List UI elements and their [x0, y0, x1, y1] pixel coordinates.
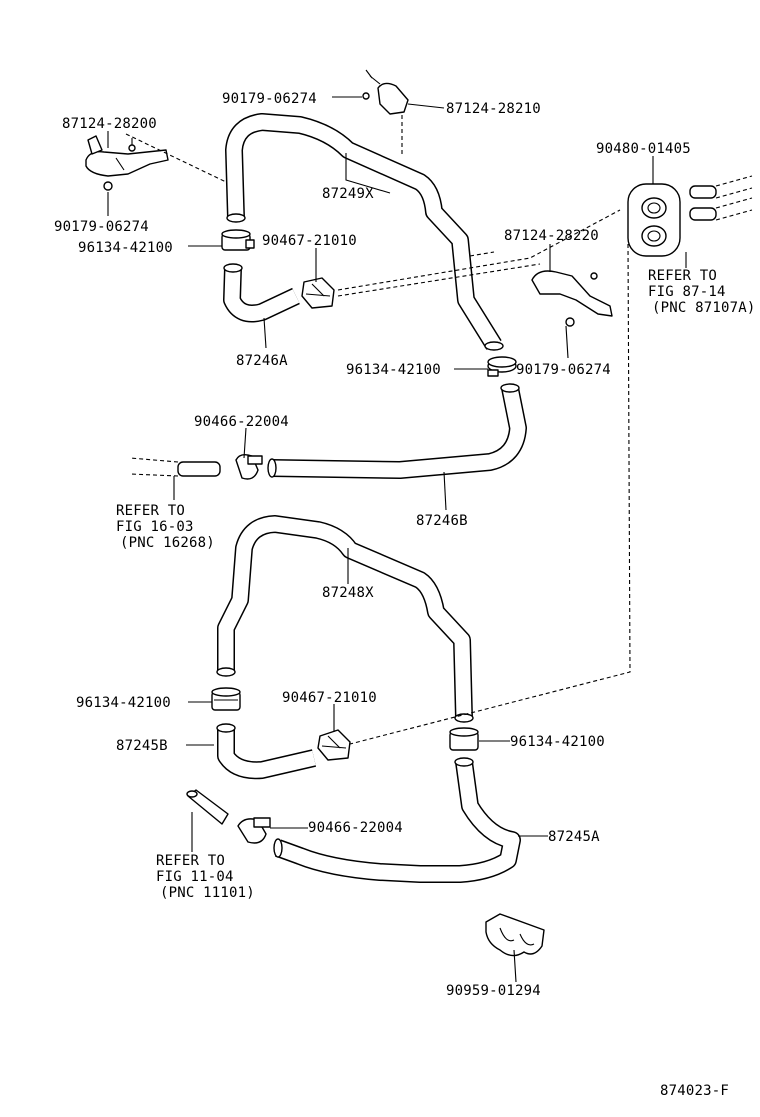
reference-fig-16-03: REFER TO FIG 16-03 (PNC 16268) [116, 503, 215, 551]
callout-90466-22004-b: 90466-22004 [308, 820, 403, 836]
heater-pipes [689, 175, 753, 221]
reference-line: FIG 11-04 [156, 869, 234, 885]
clamp-96134-mid [487, 356, 517, 377]
callout-87245b: 87245B [116, 738, 168, 754]
callout-90179-06274-b: 90179-06274 [54, 219, 149, 235]
clamp-90959 [485, 913, 545, 957]
hose-ends [216, 213, 520, 858]
clamp-96134-upper [221, 229, 255, 251]
callout-90959-01294: 90959-01294 [446, 983, 541, 999]
callout-87124-28200: 87124-28200 [62, 116, 157, 132]
figure-code: 874023-F [660, 1083, 729, 1099]
reference-line: REFER TO [156, 853, 225, 869]
bracket-87124-28210 [362, 69, 409, 115]
callout-87248x: 87248X [322, 585, 374, 601]
hose-87249x [225, 113, 502, 350]
reference-line: FIG 16-03 [116, 519, 194, 535]
callout-87124-28220: 87124-28220 [504, 228, 599, 244]
hose-87245b [217, 728, 317, 780]
engine-pipe-upper [129, 457, 221, 477]
hose-87246a [223, 267, 300, 323]
callout-87245a: 87245A [548, 829, 600, 845]
grommet-90480 [627, 183, 681, 257]
callout-90179-06274-c: 90179-06274 [516, 362, 611, 378]
callout-90467-21010-a: 90467-21010 [262, 233, 357, 249]
reference-line: (PNC 87107A) [652, 300, 756, 316]
callout-90466-22004-a: 90466-22004 [194, 414, 289, 430]
routing-dashes [125, 115, 631, 745]
clip-90467-lower [317, 729, 351, 761]
reference-line: (PNC 16268) [120, 535, 215, 551]
reference-fig-11-04: REFER TO FIG 11-04 (PNC 11101) [156, 853, 255, 901]
hose-87246b [271, 386, 527, 479]
callout-87246a: 87246A [236, 353, 288, 369]
clip-90467-upper [301, 277, 335, 309]
callout-96134-42100-a: 96134-42100 [78, 240, 173, 256]
reference-line: FIG 87-14 [648, 284, 726, 300]
callout-96134-42100-b: 96134-42100 [346, 362, 441, 378]
clamp-90466-upper [235, 453, 263, 480]
reference-line: REFER TO [648, 268, 717, 284]
hose-87245a [274, 760, 521, 883]
callout-90467-21010-b: 90467-21010 [282, 690, 377, 706]
hose-87248x [217, 515, 473, 719]
callout-96134-42100-c: 96134-42100 [76, 695, 171, 711]
clamp-96134-lowerright [449, 727, 479, 751]
engine-pipe-lower [186, 789, 229, 825]
callout-90480-01405: 90480-01405 [596, 141, 691, 157]
clamp-90466-lower [237, 817, 271, 844]
callouts: 90179-06274 87124-28210 87124-28200 9048… [54, 91, 691, 999]
bracket-87124-28220 [531, 270, 613, 327]
bracket-87124-28200 [85, 135, 169, 191]
callout-87246b: 87246B [416, 513, 468, 529]
callout-96134-42100-d: 96134-42100 [510, 734, 605, 750]
callout-87124-28210: 87124-28210 [446, 101, 541, 117]
callout-87249x: 87249X [322, 186, 374, 202]
leader-lines [107, 96, 687, 983]
callout-90179-06274-a: 90179-06274 [222, 91, 317, 107]
reference-fig-87-14: REFER TO FIG 87-14 (PNC 87107A) [648, 268, 756, 316]
reference-line: (PNC 11101) [160, 885, 255, 901]
clamp-96134-lowerleft [211, 687, 241, 711]
reference-line: REFER TO [116, 503, 185, 519]
